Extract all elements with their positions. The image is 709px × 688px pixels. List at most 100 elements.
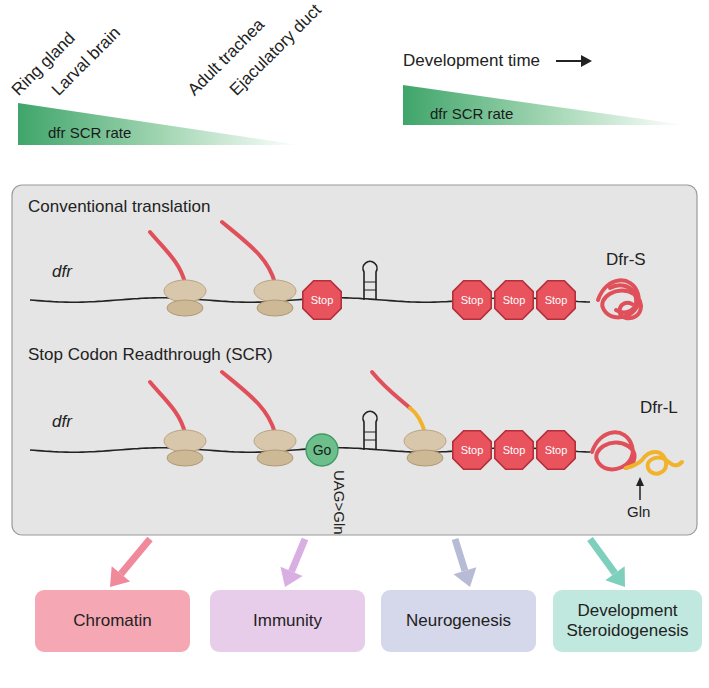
node-text: Go xyxy=(313,443,332,457)
text-label: Dfr-L xyxy=(640,398,678,418)
ribosome-small xyxy=(407,450,443,466)
connector-line xyxy=(455,539,465,571)
illustration-part xyxy=(364,290,376,291)
outcome-box: Chromatin xyxy=(35,590,190,652)
outcome-box: Neurogenesis xyxy=(381,590,536,652)
illustration-part xyxy=(372,372,410,408)
node-text: dfr SCR rate xyxy=(48,124,131,142)
translation-panel: Conventional translationStop Codon Readt… xyxy=(12,185,697,535)
octagon-fill xyxy=(537,281,575,319)
arrow-head xyxy=(453,567,476,587)
octagon-fill xyxy=(495,281,533,319)
node-text: dfr SCR rate xyxy=(430,105,513,123)
illustration-part xyxy=(150,232,185,283)
illustration-part xyxy=(150,382,185,433)
illustration-part xyxy=(364,440,376,441)
readthrough-codon: Go xyxy=(305,433,339,467)
arrow-head xyxy=(280,567,302,587)
dfr-l-protein xyxy=(592,432,682,473)
illustration-part xyxy=(626,452,682,474)
node-text: Conventional translation xyxy=(28,197,210,217)
node-text: Stop xyxy=(503,443,526,457)
translation-panel xyxy=(12,185,697,535)
octagon-fill xyxy=(537,431,575,469)
gln-pointer xyxy=(639,484,641,500)
connector-line xyxy=(292,539,305,571)
text-label: Dfr-S xyxy=(606,250,646,270)
node-text: Stop xyxy=(503,293,526,307)
illustration-part xyxy=(610,285,636,312)
rate-wedge: dfr SCR rate xyxy=(18,103,300,145)
ribosome-large xyxy=(404,430,446,452)
text-label: dfr xyxy=(52,412,72,432)
rate-wedge: dfr SCR rate xyxy=(403,85,685,125)
dfr-s-protein xyxy=(598,280,641,318)
hairpin-rungs xyxy=(364,282,376,440)
illustration-part xyxy=(364,432,376,433)
connector-arrow xyxy=(110,539,150,587)
ribosomes xyxy=(164,280,446,466)
gln-pointer-head xyxy=(636,477,644,486)
nascent-peptides xyxy=(150,222,425,433)
stop-codon: Stop xyxy=(536,280,576,320)
ribosome-large xyxy=(254,430,296,452)
node-text: Development Steroidogenesis xyxy=(561,601,694,641)
stop-codon: Stop xyxy=(494,430,534,470)
ribosome-small xyxy=(257,450,293,466)
octagon-fill xyxy=(495,431,533,469)
octagon-fill xyxy=(453,281,491,319)
text-label: Gln xyxy=(627,503,650,521)
ribosome-small xyxy=(257,300,293,316)
connector-line xyxy=(121,539,150,574)
ribosome-small xyxy=(167,450,203,466)
node-text: Stop Codon Readthrough (SCR) xyxy=(28,345,273,365)
stop-codon: Stop xyxy=(452,430,492,470)
stop-codon: Stop xyxy=(494,280,534,320)
illustration-part xyxy=(598,280,641,318)
wedge-fill xyxy=(403,85,685,125)
illustration-part xyxy=(364,282,376,283)
connector-arrow xyxy=(590,539,625,587)
ribosome-large xyxy=(164,280,206,302)
ribosome-large xyxy=(164,430,206,452)
stop-codon: Stop xyxy=(302,280,342,320)
arrow-head xyxy=(110,566,130,587)
circle-fill xyxy=(306,434,338,466)
outcome-box: Immunity xyxy=(210,590,365,652)
ribosome-small xyxy=(167,300,203,316)
text-label: dfr xyxy=(52,262,72,282)
illustration-part xyxy=(222,222,275,283)
octagon-fill xyxy=(303,281,341,319)
text-label: Development time xyxy=(403,51,540,71)
mrna-strands xyxy=(30,298,590,452)
node-text: Stop xyxy=(545,443,568,457)
node-text: Stop xyxy=(461,293,484,307)
outcome-box: Development Steroidogenesis xyxy=(553,590,702,652)
stop-codon: Stop xyxy=(536,430,576,470)
illustration-part xyxy=(410,408,425,433)
ribosome-large xyxy=(254,280,296,302)
connector-arrow xyxy=(453,539,476,587)
hairpin xyxy=(363,261,377,300)
node-text: Chromatin xyxy=(73,611,151,631)
time-arrow-shaft xyxy=(556,60,582,62)
illustration-part xyxy=(592,432,635,469)
stop-codon: Stop xyxy=(452,280,492,320)
connector-arrow xyxy=(280,539,305,587)
octagon-fill xyxy=(453,431,491,469)
illustration-part xyxy=(222,372,275,433)
node-text: Neurogenesis xyxy=(406,611,511,631)
arrow-head xyxy=(605,566,625,587)
time-arrow-head xyxy=(581,55,592,67)
node-text: Stop xyxy=(545,293,568,307)
node-text: Stop xyxy=(311,293,334,307)
node-text: Immunity xyxy=(253,611,322,631)
hairpin xyxy=(363,411,377,450)
text-label: UAG>Gln xyxy=(330,470,348,535)
node-text: Stop xyxy=(461,443,484,457)
wedge-fill xyxy=(18,103,300,145)
connector-line xyxy=(590,539,615,573)
